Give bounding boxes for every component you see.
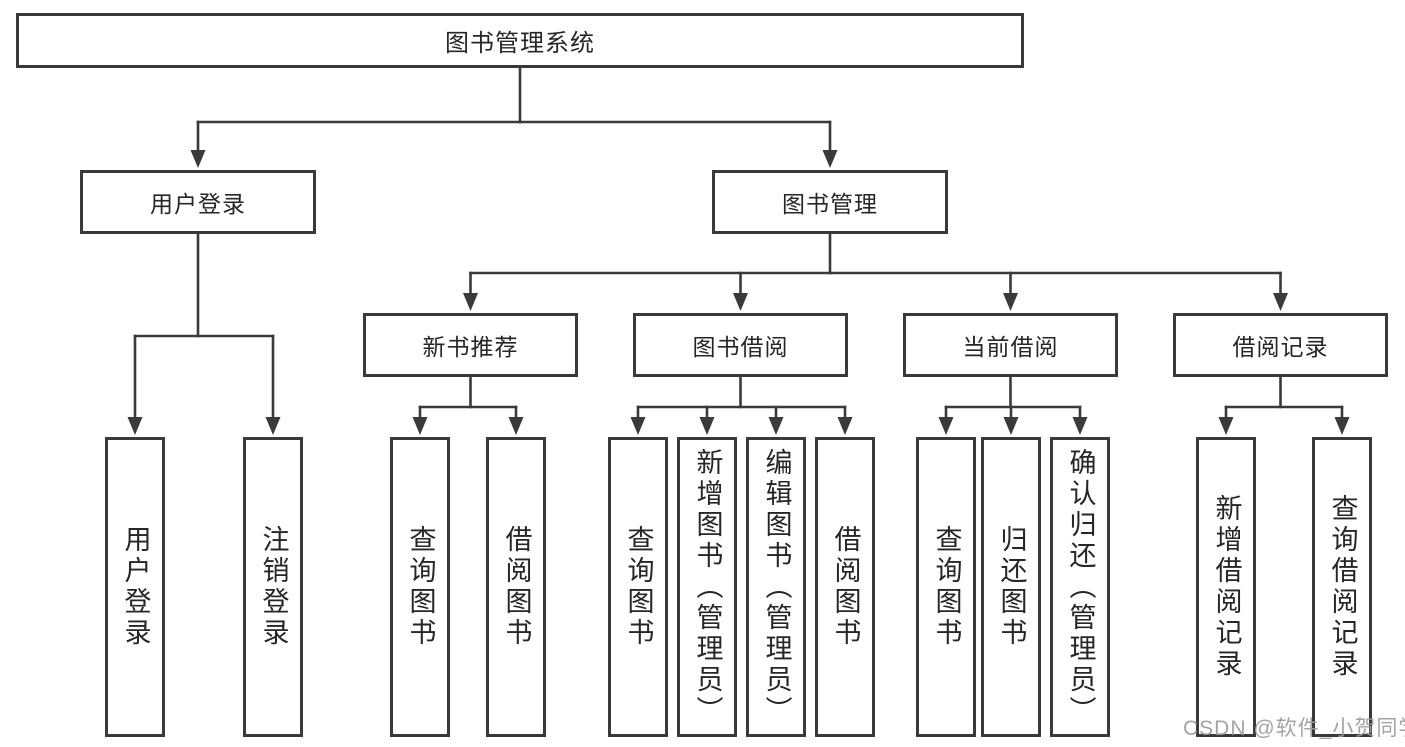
node-label: 当前借阅 [962, 334, 1059, 360]
node-label: 查询图书 [623, 525, 654, 649]
leaf-query-books-recommend: 查询图书 [390, 437, 450, 737]
leaf-confirm-return-admin: 确认归还（管理员） [1050, 437, 1110, 737]
node-label: 借阅图书 [830, 525, 861, 649]
node-label: 借阅图书 [501, 525, 532, 649]
node-label: 用户登录 [150, 191, 246, 217]
leaf-add-borrow-record: 新增借阅记录 [1196, 437, 1256, 737]
node-label: 新增借阅记录 [1211, 494, 1242, 680]
node-label: 查询图书 [931, 525, 962, 649]
leaf-query-books-current: 查询图书 [916, 437, 976, 737]
node-label: 新书推荐 [422, 334, 519, 360]
leaf-add-book-admin: 新增图书（管理员） [677, 437, 737, 737]
node-label: 用户登录 [120, 525, 151, 649]
node-label: 查询图书 [405, 525, 436, 649]
node-label: 归还图书 [996, 525, 1027, 649]
node-label: 查询借阅记录 [1327, 494, 1358, 680]
leaf-borrow-books-recommend: 借阅图书 [486, 437, 546, 737]
leaf-query-books-borrow: 查询图书 [608, 437, 668, 737]
leaf-user-login: 用户登录 [105, 437, 165, 737]
node-label: 图书管理系统 [445, 30, 595, 57]
node-book-management: 图书管理 [712, 170, 948, 234]
node-label: 图书管理 [782, 191, 878, 217]
leaf-edit-book-admin: 编辑图书（管理员） [746, 437, 806, 737]
node-current-borrowing: 当前借阅 [903, 313, 1118, 377]
node-label: 确认归还（管理员） [1065, 447, 1096, 727]
node-label: 图书借阅 [692, 334, 789, 360]
node-book-borrowing: 图书借阅 [633, 313, 848, 377]
leaf-logout: 注销登录 [243, 437, 303, 737]
leaf-borrow-books: 借阅图书 [815, 437, 875, 737]
node-new-book-recommendation: 新书推荐 [363, 313, 578, 377]
node-label: 新增图书（管理员） [692, 447, 723, 727]
node-library-system: 图书管理系统 [16, 13, 1024, 68]
node-label: 编辑图书（管理员） [761, 447, 792, 727]
node-label: 注销登录 [258, 525, 289, 649]
node-label: 借阅记录 [1232, 334, 1329, 360]
leaf-return-book: 归还图书 [981, 437, 1041, 737]
node-user-login-branch: 用户登录 [80, 170, 316, 234]
leaf-query-borrow-record: 查询借阅记录 [1312, 437, 1372, 737]
csdn-watermark: CSDN @软件_小贺同学 [1183, 717, 1405, 740]
node-borrowing-records: 借阅记录 [1173, 313, 1388, 377]
